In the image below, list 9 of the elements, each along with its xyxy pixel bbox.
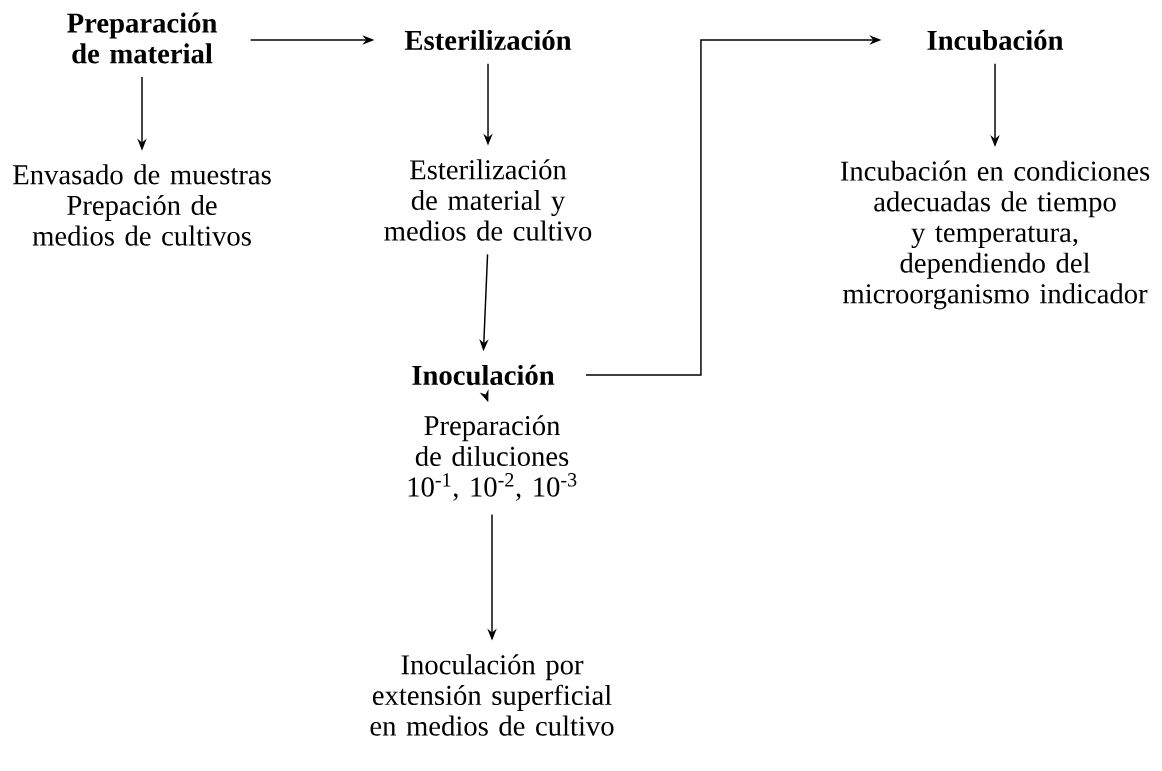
step-heading: Preparación de material: [67, 12, 217, 64]
step-description: Inoculación por extensión superficial en medios de cultivo: [370, 654, 614, 736]
step-description: Envasado de muestras Prepación de medios de cultivos: [13, 164, 271, 246]
step-description: Esterilización de material y medios de cultivo: [384, 159, 592, 241]
step-heading: Inoculación: [412, 364, 555, 386]
step-heading: Esterilización: [404, 29, 572, 51]
step-description: Incubación en condiciones adecuadas de tiempo y temperatura, dependiendo del microorganismo indicador: [840, 160, 1150, 310]
step-description: Preparación de diluciones 10$^{-1}$, 10$^{-2}$, 10$^{-3}$: [408, 415, 577, 501]
step-heading: Incubación: [927, 29, 1064, 51]
